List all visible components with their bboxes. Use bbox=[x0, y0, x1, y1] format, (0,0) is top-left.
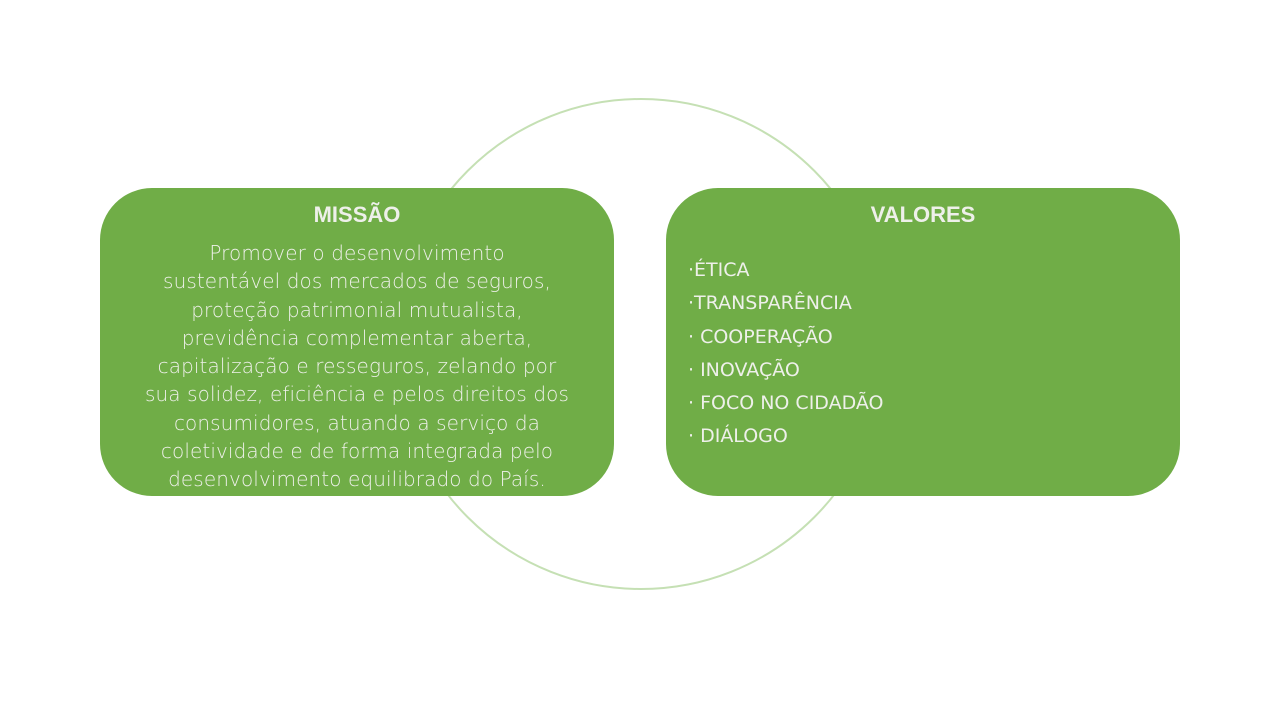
values-item: · DIÁLOGO bbox=[688, 425, 788, 448]
mission-line: capitalização e resseguros, zelando por bbox=[157, 354, 557, 379]
mission-line: proteção patrimonial mutualista, bbox=[191, 297, 523, 322]
mission-line: Promover o desenvolvimento bbox=[209, 241, 505, 265]
mission-box: MISSÃO Promover o desenvolvimento susten… bbox=[100, 188, 614, 496]
mission-line: desenvolvimento equilibrado do País. bbox=[168, 467, 546, 492]
mission-line: consumidores, atuando a serviço da bbox=[173, 410, 541, 435]
mission-text: Promover o desenvolvimento sustentável d… bbox=[100, 239, 614, 494]
values-box: VALORES ·ÉTICA ·TRANSPARÊNCIA · COOPERAÇ… bbox=[666, 188, 1180, 496]
mission-line: coletividade e de forma integrada pelo bbox=[160, 439, 554, 464]
values-item: · INOVAÇÃO bbox=[688, 358, 800, 381]
mission-line: sustentável dos mercados de seguros, bbox=[163, 269, 551, 294]
values-item: ·ÉTICA bbox=[688, 259, 750, 281]
values-item: ·TRANSPARÊNCIA bbox=[688, 292, 852, 315]
values-item: · COOPERAÇÃO bbox=[688, 325, 833, 348]
mission-title: MISSÃO bbox=[313, 202, 401, 227]
values-list: ·ÉTICA ·TRANSPARÊNCIA · COOPERAÇÃO · INO… bbox=[688, 254, 884, 454]
mission-line: sua solidez, eficiência e pelos direitos… bbox=[144, 382, 570, 407]
values-item: · FOCO NO CIDADÃO bbox=[688, 392, 884, 415]
values-title: VALORES bbox=[870, 202, 976, 227]
mission-line: previdência complementar aberta, bbox=[181, 325, 533, 350]
